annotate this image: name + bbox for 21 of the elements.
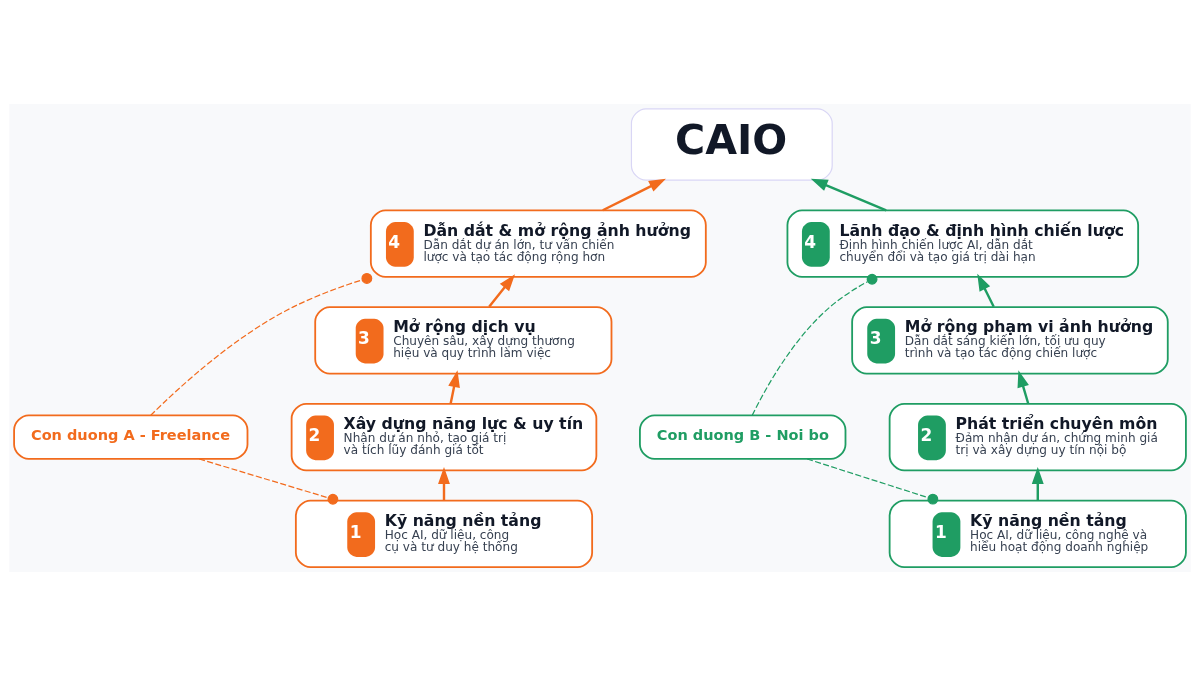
node-box: CAIO [630, 107, 833, 181]
arrow [810, 178, 887, 211]
arrow [488, 273, 515, 307]
node-box: Con duong A - Freelance [13, 414, 249, 460]
connector [751, 273, 878, 416]
node-box: 2 Xây dựng năng lực & uy tín Nhận dự án nhỏ, tạo giá trị và tích lũy đánh giá tốt [290, 402, 598, 471]
arrow [602, 178, 666, 211]
node-box: 1 Kỹ năng nền tảng Học AI, dữ liệu, công nghệ và hiểu hoạt động doanh nghiệp [888, 499, 1187, 568]
connector [150, 272, 373, 416]
arrow [448, 369, 460, 404]
node-box: 3 Mở rộng phạm vi ảnh hưởng Dẫn dắt sáng kiến lớn, tối ưu quy trình và tạo tác động chiến lược [851, 305, 1169, 375]
arrow [977, 273, 995, 307]
connector [806, 457, 939, 505]
connector [198, 457, 339, 505]
arrow [1017, 369, 1030, 404]
node-box: 2 Phát triển chuyên môn Đảm nhận dự án, chứng minh giá trị và xây dựng uy tín nội bộ [888, 402, 1187, 471]
node-box: 1 Kỹ năng nền tảng Học AI, dữ liệu, công cụ và tư duy hệ thống [294, 499, 594, 568]
node-box: 3 Mở rộng dịch vụ Chuyên sâu, xây dựng thương hiệu và quy trình làm việc [314, 305, 613, 375]
node-box: Con duong B - Noi bo [639, 414, 847, 460]
node-box: 4 Dẫn dắt & mở rộng ảnh hưởng Dẫn dắt dự án lớn, tư vấn chiến lược và tạo tác động rộng hơn [369, 209, 707, 278]
node-box: 4 Lãnh đạo & định hình chiến lược Định hình chiến lược AI, dẫn dắt chuyển đổi và tạo giá trị dài hạn [786, 209, 1140, 278]
